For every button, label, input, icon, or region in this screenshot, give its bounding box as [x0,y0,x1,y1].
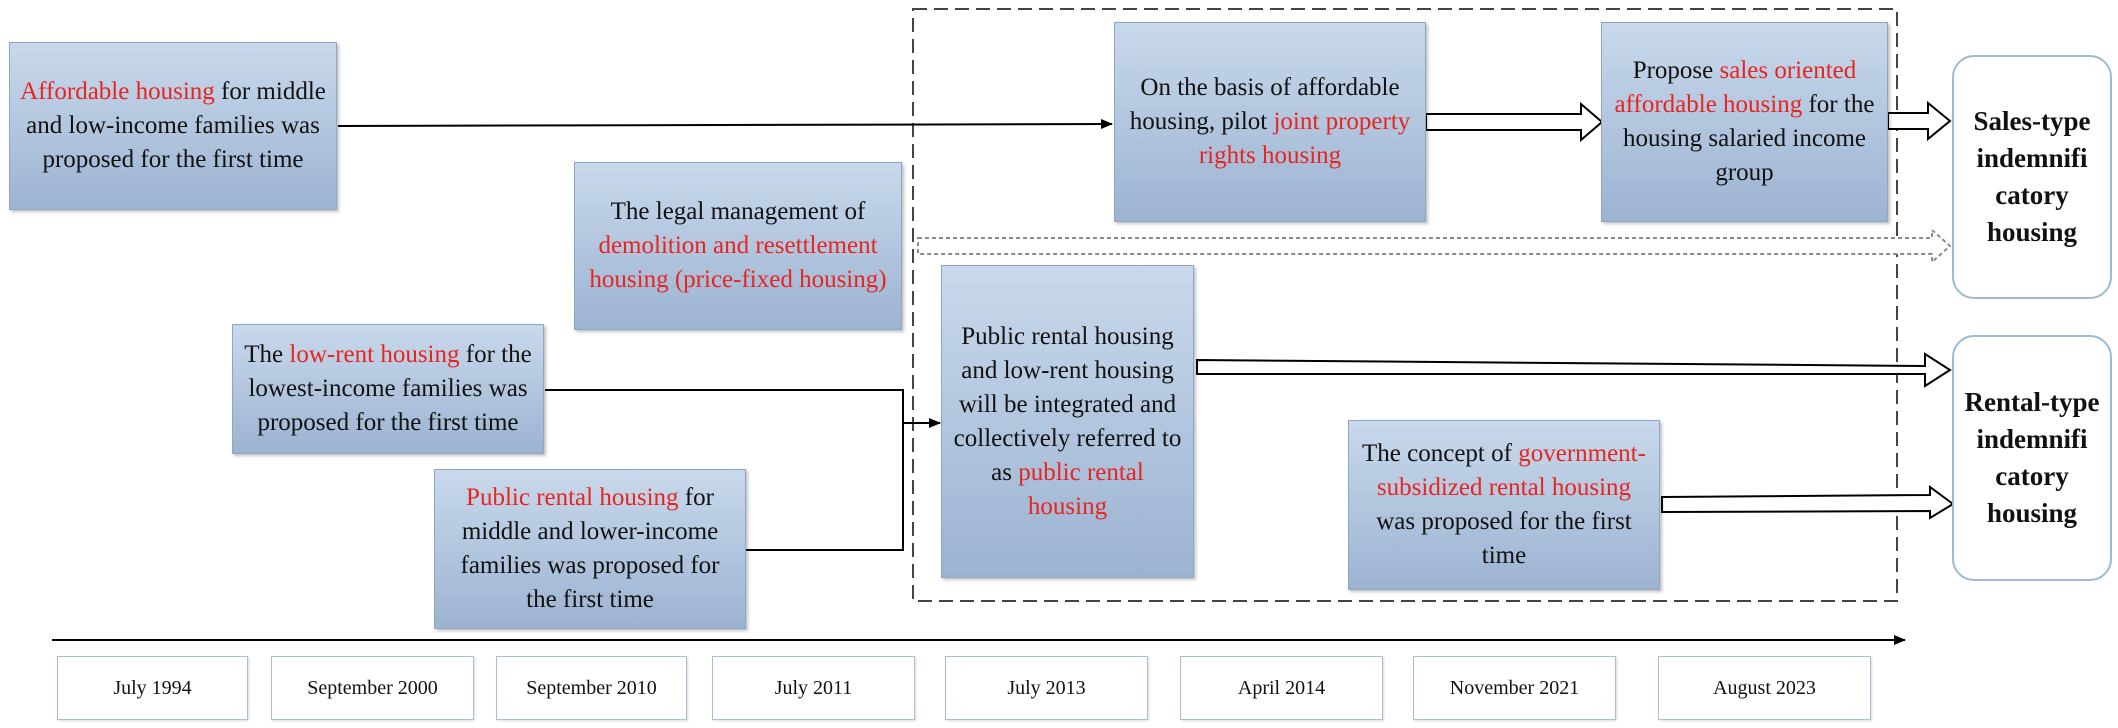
highlight-text: joint property rights housing [1198,108,1411,169]
event-box-july-2013: Public rental housing and low-rent housi… [941,265,1194,578]
timeline-date-1: July 1994 [57,656,248,720]
event-box-july-2011: The legal management of demolition and r… [574,162,902,330]
dashed-frame [912,8,1898,602]
event-box-april-2014: On the basis of affordable housing, pilo… [1114,22,1426,222]
event-box-november-2021: The concept of government-subsidized ren… [1348,420,1660,590]
hollow-arrow-2014-to-2023 [1425,101,1604,143]
event-box-september-2010: Public rental housing for middle and low… [434,469,746,629]
timeline-date-8: August 2023 [1658,656,1871,720]
timeline-date-2: September 2000 [271,656,474,720]
dotted-arrow-2011-to-sales [917,227,1952,265]
hollow-arrow-2013-to-rental [1196,352,1952,388]
connector-1994-to-2014 [337,119,1113,130]
highlight-text: low-rent housing [289,341,460,368]
hollow-arrow-2023-to-sales [1887,100,1952,142]
highlight-text: government-subsidized rental housing [1376,440,1646,501]
connector-2000-to-2013 [545,389,904,551]
highlight-text: Affordable housing [20,78,215,105]
highlight-text: demolition and resettlement housing (pri… [589,232,887,293]
hollow-arrow-2021-to-rental [1661,485,1955,520]
highlight-text: sales oriented affordable housing [1614,57,1857,118]
timeline-date-4: July 2011 [712,656,915,720]
highlight-text: Public rental housing [466,484,679,511]
event-box-july-1994: Affordable housing for middle and low-in… [9,42,337,210]
timeline-date-3: September 2010 [496,656,687,720]
highlight-text: public rental housing [1018,458,1144,520]
timeline-date-5: July 2013 [945,656,1148,720]
timeline-date-6: April 2014 [1180,656,1383,720]
outcome-sales-type-housing: Sales-type indemnifi catory housing [1952,55,2112,299]
outcome-rental-type-housing: Rental-type indemnifi catory housing [1952,335,2112,581]
timeline-date-7: November 2021 [1413,656,1616,720]
event-box-august-2023: Propose sales oriented affordable housin… [1601,22,1888,222]
event-box-september-2000: The low-rent housing for the lowest-inco… [232,324,544,454]
